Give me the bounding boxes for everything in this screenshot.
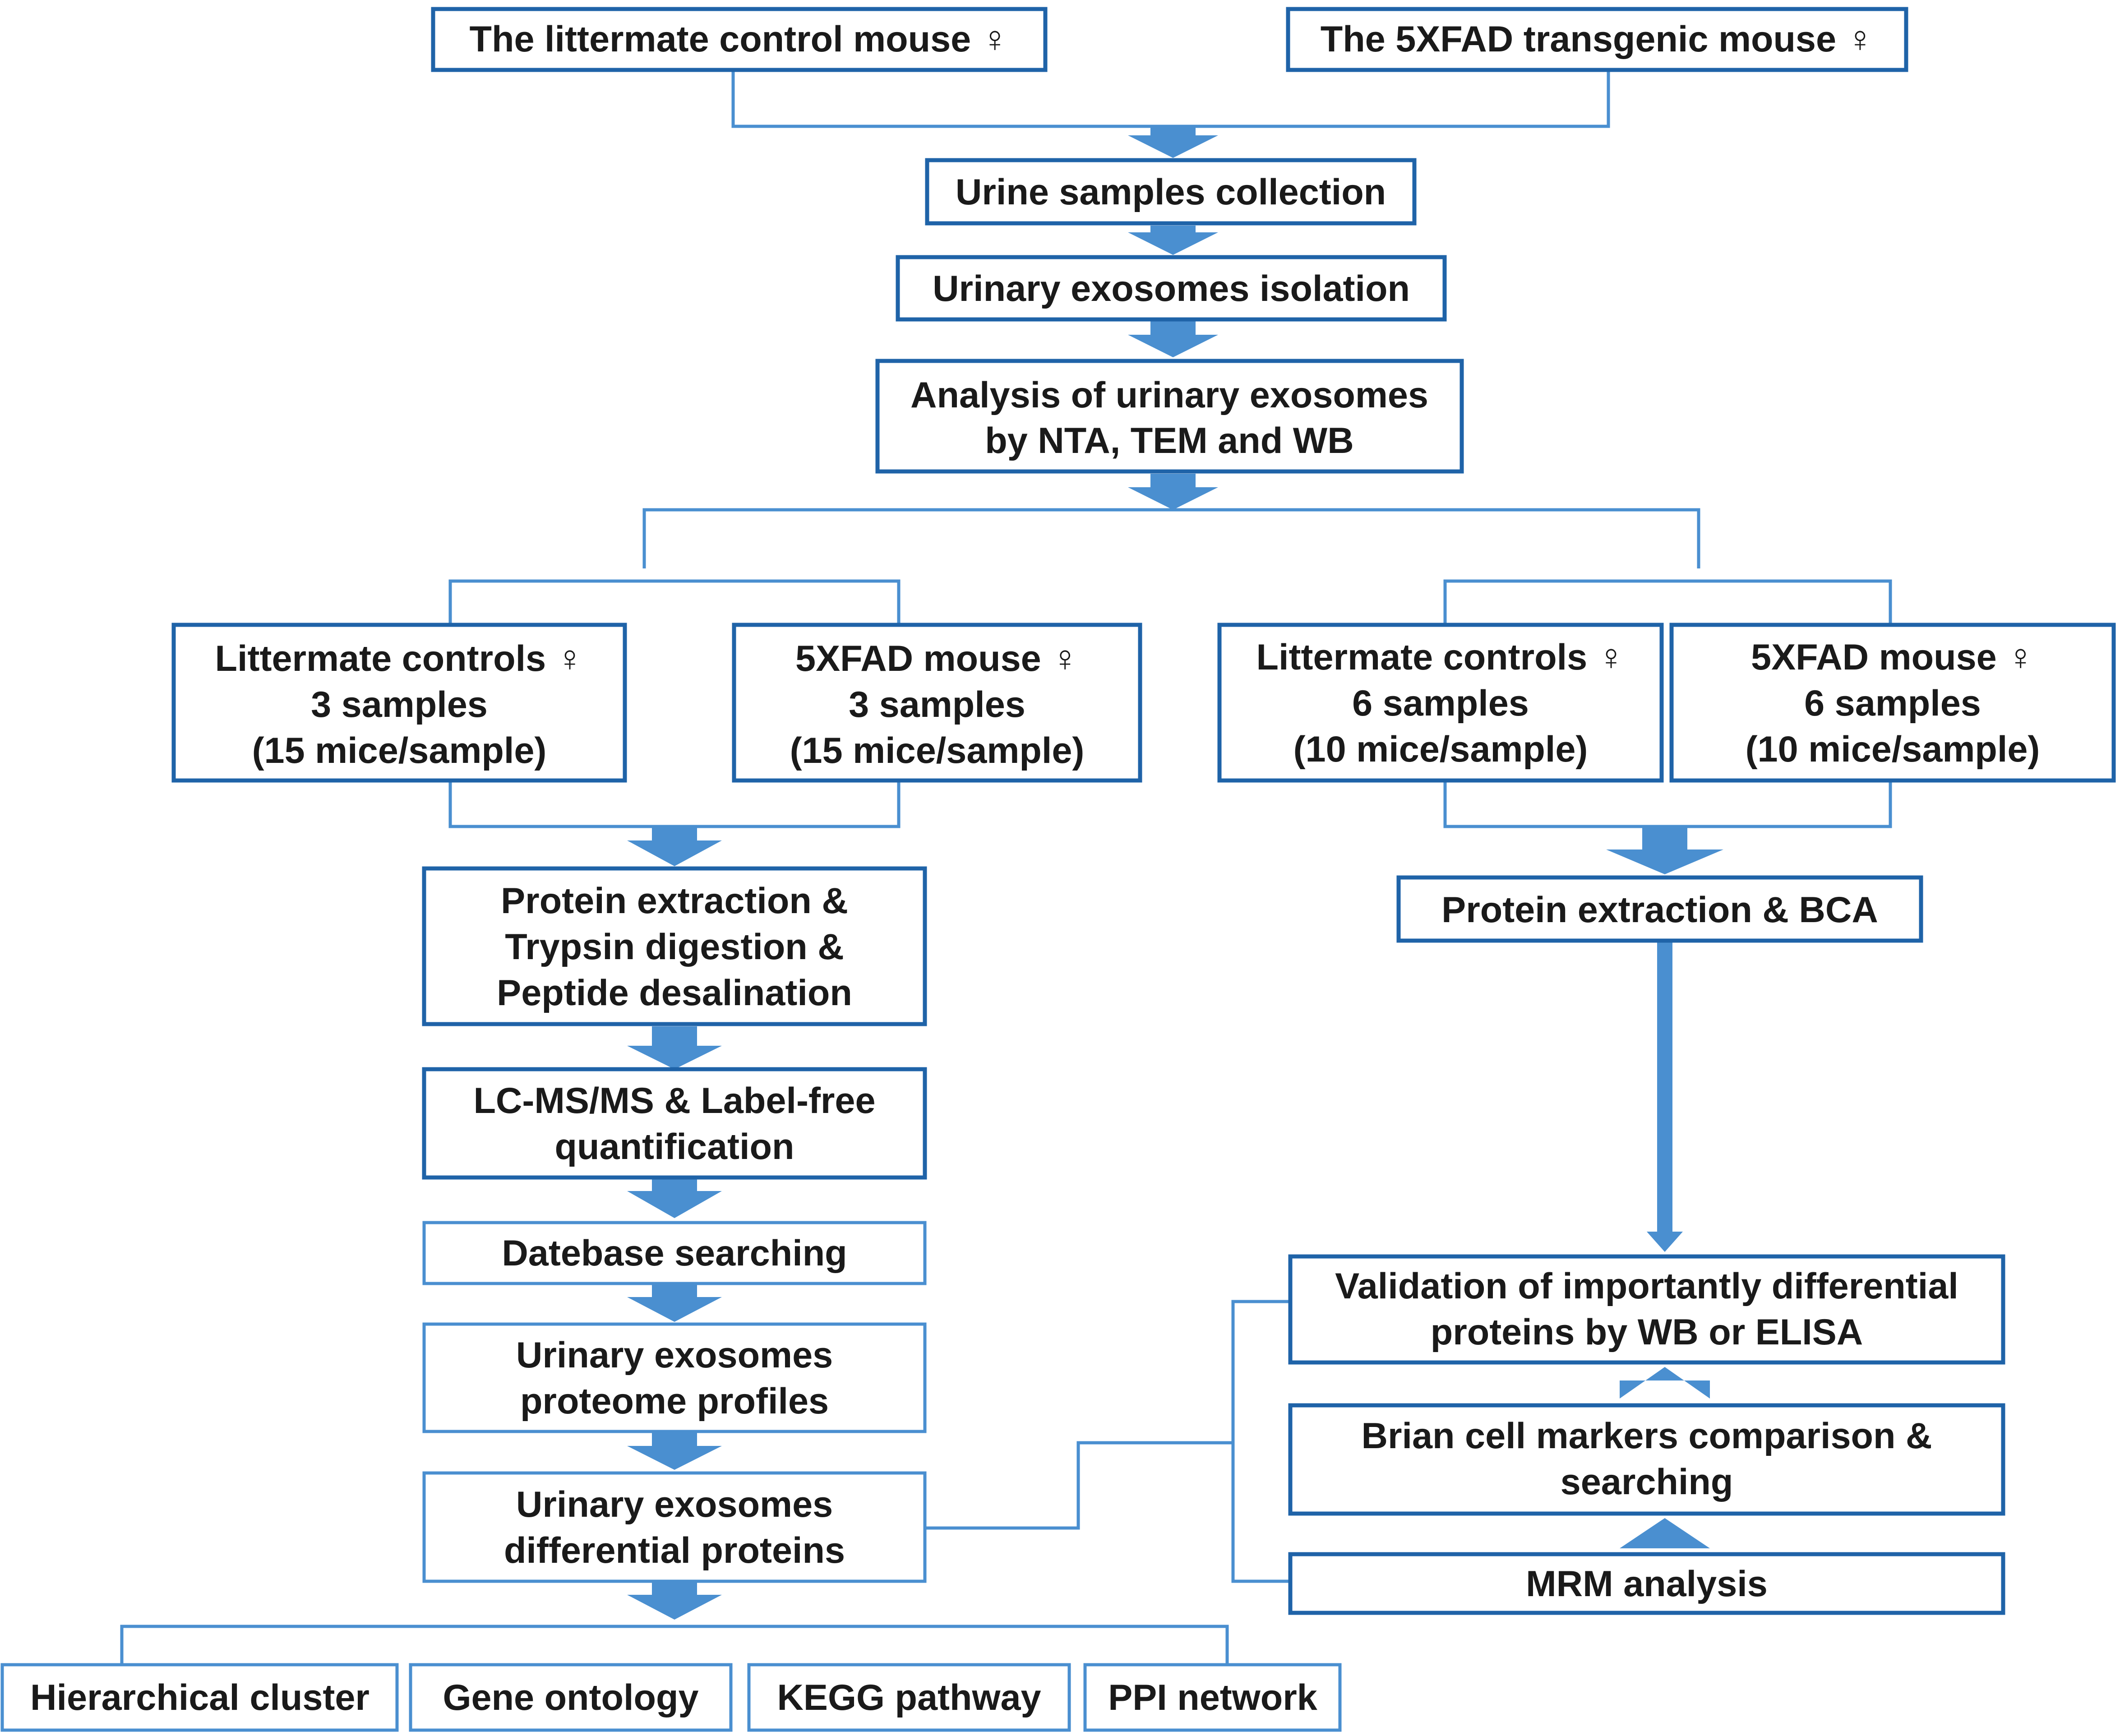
- label-5xfad-6-line2: 6 samples: [1804, 683, 1981, 724]
- connector-right-bracket-bottom: [1443, 780, 1892, 828]
- down-arrow-left-5: [627, 1579, 722, 1620]
- label-analysis-line1: Analysis of urinary exosomes: [910, 375, 1428, 416]
- label-kegg-pathway: KEGG pathway: [777, 1677, 1041, 1718]
- connector-outputs-bracket: [120, 1625, 1229, 1665]
- label-controls-3-line1: Littermate controls ♀: [215, 638, 584, 679]
- down-arrow-left-2: [627, 1177, 722, 1218]
- label-5xfad-3-line3: (15 mice/sample): [790, 730, 1085, 771]
- box-exosome-isolation: [896, 255, 1447, 322]
- connector-top-merge: [731, 68, 1610, 128]
- box-control-mouse: [431, 7, 1048, 72]
- connector-differential-to-validation: [925, 1441, 1233, 1530]
- box-5xfad-3: [732, 623, 1142, 783]
- bca-to-validation-shaft: [1657, 941, 1672, 1239]
- label-profiles-line2: proteome profiles: [520, 1381, 829, 1422]
- connector-validation-bracket: [1231, 1300, 1290, 1583]
- label-5xfad-6-line1: 5XFAD mouse ♀: [1751, 637, 2034, 678]
- label-protein-prep-line3: Peptide desalination: [497, 973, 852, 1013]
- label-profiles-line1: Urinary exosomes: [516, 1335, 833, 1376]
- boxes: [0, 7, 2116, 1732]
- box-validation: [1288, 1254, 2005, 1365]
- bca-to-validation-head: [1647, 1232, 1683, 1252]
- label-lcms-line2: quantification: [555, 1127, 794, 1167]
- connector-main-split: [642, 508, 1700, 568]
- label-database: Datebase searching: [502, 1233, 847, 1274]
- label-5xfad-3-line1: 5XFAD mouse ♀: [795, 638, 1079, 679]
- block-arrows: [627, 126, 1723, 1620]
- label-controls-6-line2: 6 samples: [1352, 683, 1529, 724]
- box-kegg-pathway: [747, 1663, 1071, 1732]
- label-analysis-line2: by NTA, TEM and WB: [985, 420, 1353, 461]
- label-protein-prep-line1: Protein extraction &: [501, 881, 848, 921]
- label-controls-6-line3: (10 mice/sample): [1293, 729, 1588, 770]
- connector-left-bracket-bottom: [448, 780, 901, 828]
- up-arrow-mrm-to-brain: [1620, 1518, 1710, 1548]
- connector-right-bracket-top: [1443, 579, 1892, 625]
- label-differential-line2: differential proteins: [504, 1530, 845, 1571]
- label-mrm: MRM analysis: [1526, 1564, 1768, 1604]
- label-brain-markers-line1: Brian cell markers comparison &: [1361, 1416, 1932, 1456]
- down-arrow-1: [1128, 126, 1218, 158]
- label-controls-3-line2: 3 samples: [311, 684, 488, 725]
- box-5xfad-6: [1669, 623, 2116, 783]
- down-arrow-right-group: [1606, 826, 1723, 874]
- box-lcms: [422, 1067, 927, 1180]
- label-protein-prep-line2: Trypsin digestion &: [505, 927, 844, 967]
- down-arrow-2: [1128, 226, 1218, 255]
- label-5xfad-6-line3: (10 mice/sample): [1746, 729, 2040, 770]
- label-exosome-isolation: Urinary exosomes isolation: [933, 268, 1410, 309]
- box-hierarchical-cluster: [0, 1663, 399, 1732]
- label-lcms-line1: LC-MS/MS & Label-free: [473, 1080, 875, 1121]
- down-arrow-3: [1128, 321, 1218, 357]
- box-gene-ontology: [409, 1663, 733, 1732]
- up-arrow-brain-to-validation: [1620, 1367, 1710, 1399]
- label-transgenic-mouse: The 5XFAD transgenic mouse ♀: [1321, 19, 1874, 60]
- connector-left-bracket-top: [448, 579, 901, 625]
- box-differential: [422, 1471, 927, 1583]
- label-ppi-network: PPI network: [1108, 1677, 1318, 1718]
- label-urine-collection: Urine samples collection: [956, 172, 1386, 212]
- box-controls-3: [171, 623, 627, 783]
- box-protein-prep: [422, 866, 927, 1026]
- labels: The littermate control mouse ♀ The 5XFAD…: [30, 19, 2040, 1718]
- label-differential-line1: Urinary exosomes: [516, 1484, 833, 1525]
- box-ppi-network: [1083, 1663, 1342, 1732]
- label-control-mouse: The littermate control mouse ♀: [470, 19, 1009, 60]
- down-arrow-left-group: [627, 826, 722, 866]
- box-profiles: [422, 1322, 927, 1433]
- label-gene-ontology: Gene ontology: [443, 1677, 699, 1718]
- label-brain-markers-line2: searching: [1561, 1462, 1733, 1502]
- box-mrm: [1288, 1552, 2005, 1615]
- label-validation-line2: proteins by WB or ELISA: [1431, 1312, 1863, 1353]
- box-analysis: [875, 359, 1464, 474]
- label-controls-3-line3: (15 mice/sample): [252, 730, 547, 771]
- down-arrow-left-4: [627, 1432, 722, 1470]
- box-transgenic-mouse: [1286, 7, 1908, 72]
- label-validation-line1: Validation of importantly differential: [1335, 1266, 1958, 1307]
- box-database: [422, 1221, 927, 1285]
- box-bca: [1396, 875, 1923, 943]
- box-urine-collection: [925, 158, 1417, 226]
- box-controls-6: [1217, 623, 1664, 783]
- label-5xfad-3-line2: 3 samples: [849, 684, 1025, 725]
- down-arrow-4: [1128, 474, 1218, 510]
- down-arrow-left-3: [627, 1285, 722, 1322]
- label-controls-6-line1: Littermate controls ♀: [1256, 637, 1625, 678]
- box-brain-markers: [1288, 1403, 2005, 1516]
- label-bca: Protein extraction & BCA: [1441, 890, 1878, 930]
- label-hierarchical-cluster: Hierarchical cluster: [30, 1677, 369, 1718]
- down-arrow-left-1: [627, 1026, 722, 1069]
